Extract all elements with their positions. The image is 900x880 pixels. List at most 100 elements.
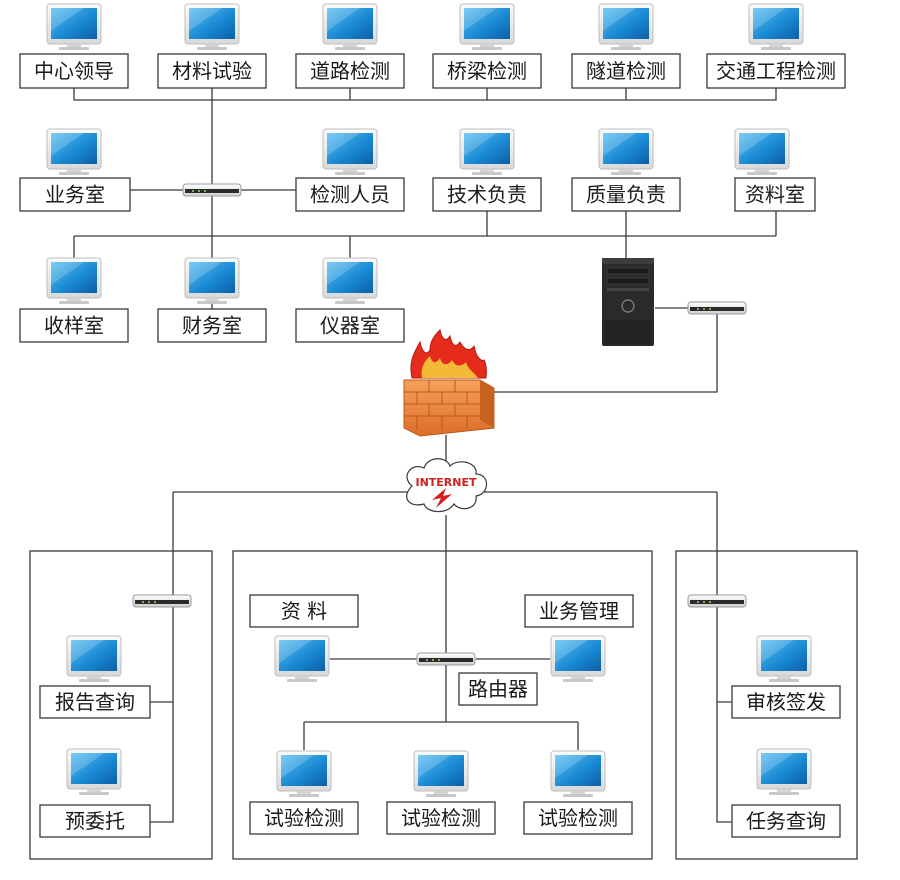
monitor-icon	[46, 3, 102, 51]
label-box: 预委托	[39, 804, 151, 838]
label-box-frame	[295, 308, 405, 343]
monitor-icon	[459, 128, 515, 176]
label-box-frame	[706, 53, 846, 89]
node-label: 桥梁检测	[447, 59, 527, 83]
label-box: 审核签发	[731, 685, 841, 719]
center-panel	[232, 550, 653, 860]
right-panel	[675, 550, 858, 860]
router-icon	[132, 594, 192, 608]
monitor-icon	[413, 750, 469, 798]
label-box: 道路检测	[295, 53, 405, 89]
label-box-frame	[523, 801, 633, 835]
label-box: 试验检测	[386, 801, 496, 835]
label-box: 桥梁检测	[432, 53, 542, 89]
label-box: 业务管理	[524, 594, 634, 628]
label-box-frame	[432, 177, 542, 212]
node-label: 资料室	[745, 183, 805, 207]
node-label: 审核签发	[746, 690, 826, 714]
label-box-frame	[432, 53, 542, 89]
monitor-icon	[550, 635, 606, 683]
monitor-icon	[46, 128, 102, 176]
node-label: 隧道检测	[586, 59, 666, 83]
label-box: 路由器	[458, 672, 538, 706]
node-label: 试验检测	[264, 806, 344, 830]
label-box: 资料室	[734, 177, 816, 212]
label-box-frame	[249, 801, 359, 835]
label-box-frame	[157, 308, 267, 343]
monitor-icon	[459, 3, 515, 51]
internet-cloud-icon	[406, 458, 488, 513]
monitor-icon	[322, 257, 378, 305]
monitor-icon	[598, 3, 654, 51]
node-label: 试验检测	[401, 806, 481, 830]
router-icon	[687, 594, 747, 608]
node-label: 收样室	[44, 314, 104, 338]
monitor-icon	[276, 750, 332, 798]
label-box-frame	[571, 177, 681, 212]
label-box-frame	[157, 53, 267, 89]
label-box-frame	[19, 308, 129, 343]
node-label: 预委托	[65, 809, 125, 833]
label-box: 业务室	[19, 177, 131, 212]
monitor-icon	[322, 128, 378, 176]
node-label: 中心领导	[34, 59, 114, 83]
label-box: 隧道检测	[571, 53, 681, 89]
label-box: 中心领导	[19, 53, 129, 89]
node-label: 业务管理	[539, 599, 619, 623]
node-label: 检测人员	[310, 183, 390, 207]
label-box-frame	[731, 804, 841, 838]
node-label: 业务室	[45, 183, 105, 207]
label-box: 材料试验	[157, 53, 267, 89]
monitor-icon	[184, 257, 240, 305]
router-icon	[687, 301, 747, 315]
label-box: 试验检测	[523, 801, 633, 835]
label-box-frame	[524, 594, 634, 628]
node-label: 道路检测	[310, 59, 390, 83]
label-box-frame	[386, 801, 496, 835]
monitor-icon	[66, 635, 122, 683]
internet-label: INTERNET	[415, 476, 477, 489]
label-box-frame	[19, 177, 131, 212]
label-box: 检测人员	[295, 177, 405, 212]
label-box: 质量负责	[571, 177, 681, 212]
node-label: 报告查询	[55, 690, 135, 714]
monitor-icon	[322, 3, 378, 51]
label-box-frame	[39, 804, 151, 838]
label-box-frame	[458, 672, 538, 706]
node-label: 任务查询	[746, 809, 826, 833]
label-box: 技术负责	[432, 177, 542, 212]
node-label: 资 料	[281, 599, 327, 623]
node-label: 仪器室	[320, 314, 380, 338]
monitor-icon	[756, 635, 812, 683]
node-label: 质量负责	[586, 183, 666, 207]
monitor-icon	[748, 3, 804, 51]
label-box-frame	[731, 685, 841, 719]
label-box: 资 料	[249, 594, 359, 628]
label-box-frame	[19, 53, 129, 89]
server-tower-icon	[602, 258, 654, 346]
label-box: 任务查询	[731, 804, 841, 838]
node-label: 财务室	[182, 314, 242, 338]
router-icon	[416, 652, 476, 666]
monitor-icon	[550, 750, 606, 798]
node-label: 交通工程检测	[716, 59, 836, 83]
monitor-icon	[734, 128, 790, 176]
label-box: 交通工程检测	[706, 53, 846, 89]
label-box-frame	[295, 53, 405, 89]
router-icon	[182, 183, 242, 197]
label-box-frame	[249, 594, 359, 628]
node-label: 材料试验	[172, 59, 252, 83]
label-box: 试验检测	[249, 801, 359, 835]
node-label: 试验检测	[538, 806, 618, 830]
monitor-icon	[66, 748, 122, 796]
label-box-frame	[39, 685, 151, 719]
left-panel	[29, 550, 213, 860]
monitor-icon	[598, 128, 654, 176]
monitor-icon	[184, 3, 240, 51]
node-label: 技术负责	[447, 183, 527, 207]
monitor-icon	[756, 748, 812, 796]
label-box-frame	[734, 177, 816, 212]
label-box-frame	[295, 177, 405, 212]
